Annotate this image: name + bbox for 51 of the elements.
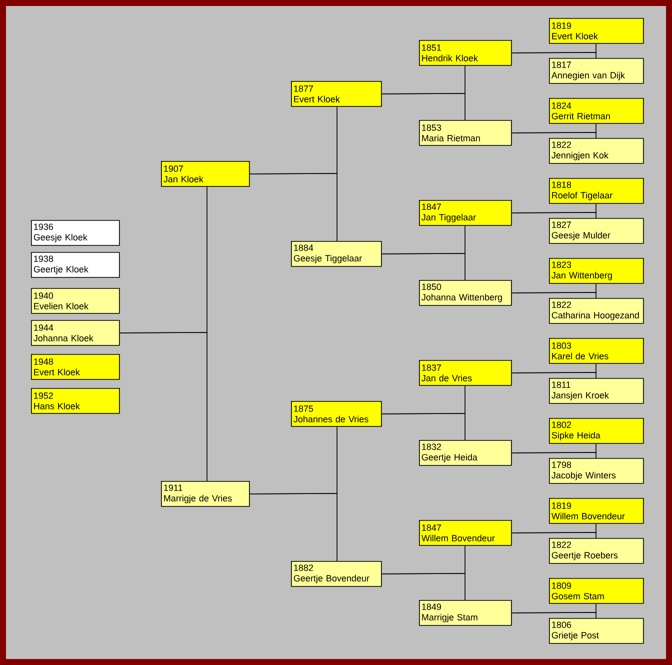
person-box: 1849 Marrigje Stam [419, 600, 512, 626]
person-box: 1824 Gerrit Rietman [549, 98, 644, 124]
person-box: 1822 Catharina Hoogezand [549, 298, 644, 324]
person-box: 1798 Jacobje Winters [549, 458, 644, 484]
connector-line [119, 332, 208, 482]
connector-line [511, 532, 596, 538]
connector-line [381, 573, 466, 600]
connector-line [511, 372, 596, 378]
connector-line [511, 52, 596, 58]
person-box: 1850 Johanna Wittenberg [419, 280, 512, 306]
person-box: 1911 Marrigje de Vries [161, 481, 250, 507]
person-box: 1819 Evert Kloek [549, 18, 644, 44]
person-box: 1877 Evert Kloek [291, 81, 382, 107]
person-box: 1847 Willem Bovendeur [419, 520, 512, 546]
connector-line [381, 253, 466, 280]
person-box: 1907 Jan Kloek [161, 161, 250, 187]
connector-line [511, 292, 596, 298]
person-box: 1811 Jansjen Kroek [549, 378, 644, 404]
connector-line [511, 452, 596, 458]
person-box: 1823 Jan Wittenberg [549, 258, 644, 284]
connector-line [381, 413, 466, 440]
connector-line [249, 493, 338, 562]
person-box: 1822 Geertje Roebers [549, 538, 644, 564]
connector-line [381, 93, 466, 120]
person-box: 1809 Gosem Stam [549, 578, 644, 604]
person-box: 1944 Johanna Kloek [31, 320, 120, 346]
person-box: 1882 Geertje Bovendeur [291, 561, 382, 587]
person-box: 1817 Annegien van Dijk [549, 58, 644, 84]
person-box: 1875 Johannes de Vries [291, 401, 382, 427]
person-box: 1851 Hendrik Kloek [419, 40, 512, 66]
person-box: 1853 Maria Rietman [419, 120, 512, 146]
person-box: 1938 Geertje Kloek [31, 252, 120, 278]
person-box: 1837 Jan de Vries [419, 360, 512, 386]
connector-line [511, 212, 596, 218]
connector-line [511, 132, 596, 138]
connector-line [249, 173, 338, 242]
person-box: 1827 Geesje Mulder [549, 218, 644, 244]
person-box: 1806 Grietje Post [549, 618, 644, 644]
person-box: 1819 Willem Bovendeur [549, 498, 644, 524]
connector-line [511, 612, 596, 618]
person-box: 1802 Sipke Heida [549, 418, 644, 444]
person-box: 1847 Jan Tiggelaar [419, 200, 512, 226]
person-box: 1832 Geertje Heida [419, 440, 512, 466]
person-box: 1822 Jennigjen Kok [549, 138, 644, 164]
person-box: 1884 Geesje Tiggelaar [291, 241, 382, 267]
person-box: 1948 Evert Kloek [31, 354, 120, 380]
person-box: 1818 Roelof Tigelaar [549, 178, 644, 204]
person-box: 1940 Evelien Kloek [31, 288, 120, 314]
person-box: 1952 Hans Kloek [31, 388, 120, 414]
person-box: 1803 Karel de Vries [549, 338, 644, 364]
person-box: 1936 Geesje Kloek [31, 220, 120, 246]
